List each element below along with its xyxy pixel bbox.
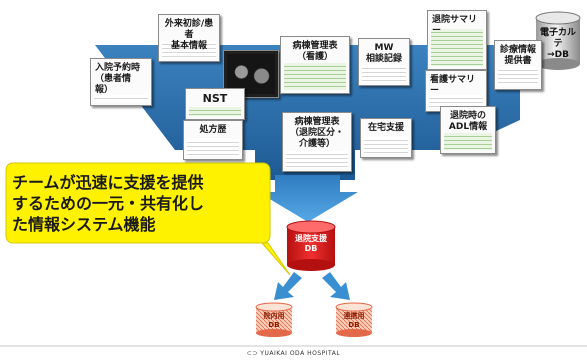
doc-mw-consult: MW 相談記録 — [358, 38, 410, 86]
doc-ward-record-mgmt-label: 病棟管理表 （退院区分・ 介護等） — [289, 117, 344, 149]
down-arrow — [258, 175, 358, 222]
small-db-2 — [335, 302, 373, 337]
arrow-left — [274, 272, 302, 300]
doc-home-support: 在宅支援 — [360, 118, 412, 158]
small-db-2-label: 連携用 DB — [343, 312, 365, 329]
central-db-label: 退院支援 DB — [295, 234, 327, 253]
doc-care-info: 診療情報 提供書 — [494, 40, 542, 90]
doc-discharge-summary: 退院サマリー — [427, 10, 487, 70]
doc-care-info-label: 診療情報 提供書 — [499, 45, 536, 66]
ehr-db-label: 電子カルテ →DB — [539, 28, 576, 60]
doc-ward-record-mgmt: 病棟管理表 （退院区分・ 介護等） — [282, 112, 352, 172]
small-db-1-label: 院内用 DB — [263, 312, 285, 329]
doc-mw-consult-label: MW 相談記録 — [365, 43, 402, 64]
doc-basic-info: 外来初診/患者 基本情報 — [158, 14, 220, 62]
small-db-1 — [255, 302, 293, 337]
arrow-right — [322, 272, 350, 300]
doc-nst-label: NST — [202, 92, 228, 105]
doc-home-support-label: 在宅支援 — [367, 123, 404, 133]
doc-prescription-label: 処方歴 — [199, 125, 227, 135]
doc-nst: NST — [185, 88, 245, 120]
callout-text: チームが迅速に支援を提供 するための一元・共有化し た情報システム機能 — [12, 173, 205, 234]
doc-adl-info: 退院時の ADL情報 — [440, 106, 496, 154]
doc-prescription: 処方歴 — [183, 120, 243, 160]
doc-basic-info-label: 外来初診/患者 基本情報 — [164, 19, 214, 51]
doc-adl-info-label: 退院時の ADL情報 — [448, 111, 488, 132]
callout-bubble — [5, 162, 291, 276]
footer-text: YUAIKAI ODA HOSPITAL — [260, 350, 341, 357]
doc-discharge-summary-label: 退院サマリー — [432, 15, 478, 36]
doc-ward-record-label: 病棟管理表 （看護） — [292, 41, 338, 62]
central-db-cylinder — [286, 220, 336, 271]
footer-logo-text: ⊂⊃ YUAIKAI ODA HOSPITAL — [246, 350, 341, 357]
doc-ward-record: 病棟管理表 （看護） — [280, 36, 350, 94]
ehr-db-cylinder — [535, 11, 581, 70]
doc-outpatient-reservation-label: 入院予約時 （患者情 報） — [95, 63, 141, 95]
doc-nursing-summary-label: 看護サマリー — [430, 75, 476, 96]
doc-outpatient-reservation: 入院予約時 （患者情 報） — [90, 58, 152, 106]
doc-nursing-summary: 看護サマリー — [425, 70, 487, 112]
